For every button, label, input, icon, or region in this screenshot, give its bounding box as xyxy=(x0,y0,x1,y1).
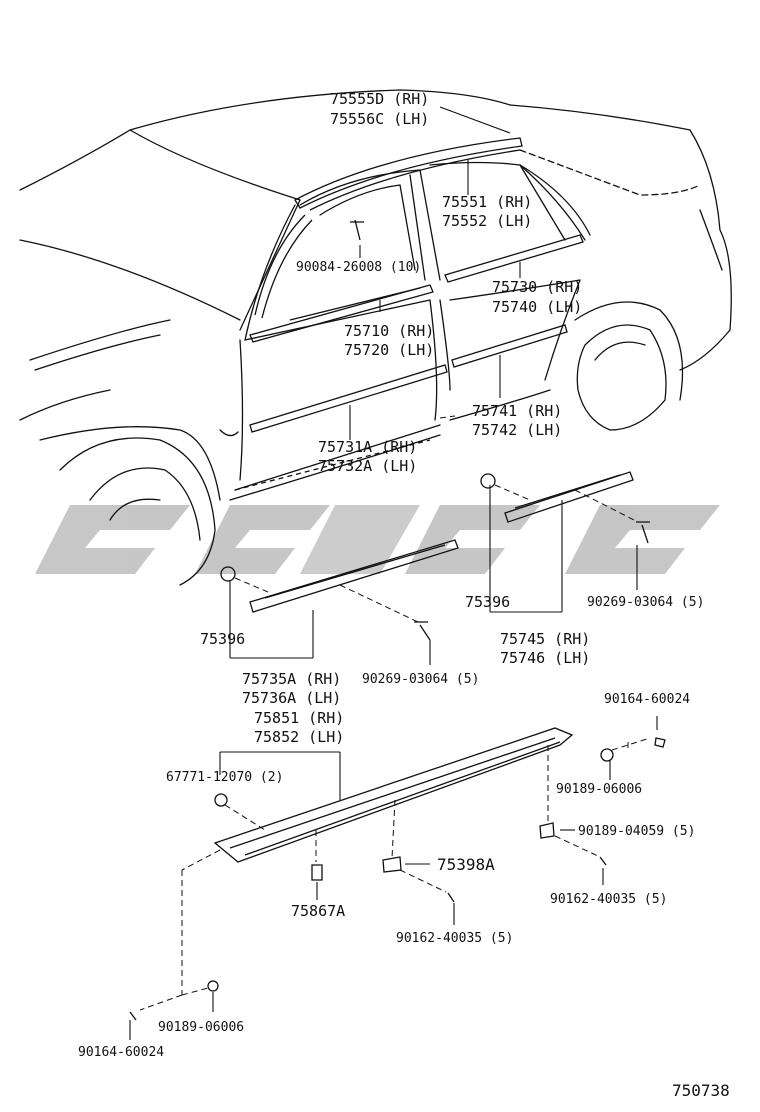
label-75731a: 75731A (RH) xyxy=(318,438,418,456)
label-75852: 75852 (LH) xyxy=(254,728,345,746)
label-90189-04059: 90189-04059 (5) xyxy=(578,824,696,839)
label-75736a: 75736A (LH) xyxy=(242,689,342,707)
label-75742: 75742 (LH) xyxy=(472,421,563,439)
label-90269-right: 90269-03064 (5) xyxy=(587,595,705,610)
molding-parts xyxy=(129,137,666,1021)
assembly-lines xyxy=(139,415,651,1011)
label-90164-60024-bottom: 90164-60024 xyxy=(78,1045,165,1060)
label-75735a: 75735A (RH) xyxy=(242,670,342,688)
label-75732a: 75732A (LH) xyxy=(318,457,418,475)
label-75730: 75730 (RH) xyxy=(492,278,583,296)
label-90189-06006-top: 90189-06006 xyxy=(556,782,643,797)
label-75552: 75552 (LH) xyxy=(442,212,533,230)
label-75555d: 75555D (RH) xyxy=(330,90,430,108)
label-75396-right: 75396 xyxy=(465,593,511,611)
watermark-logo xyxy=(35,505,720,574)
car-outline xyxy=(19,89,732,586)
label-75720: 75720 (LH) xyxy=(344,341,435,359)
label-75867a: 75867A xyxy=(291,902,346,920)
figure-number: 750738 xyxy=(672,1081,730,1100)
label-75396-left: 75396 xyxy=(200,630,246,648)
label-75556c: 75556C (LH) xyxy=(330,110,430,128)
label-67771-12070: 67771-12070 (2) xyxy=(166,770,284,785)
label-90164-60024-top: 90164-60024 xyxy=(604,692,691,707)
label-90269-left: 90269-03064 (5) xyxy=(362,672,480,687)
label-75398a: 75398A xyxy=(437,855,495,874)
label-75851: 75851 (RH) xyxy=(254,709,345,727)
label-75740: 75740 (LH) xyxy=(492,298,583,316)
label-75710: 75710 (RH) xyxy=(344,322,435,340)
label-90084-26008: 90084-26008 (10) xyxy=(296,260,422,275)
label-75746: 75746 (LH) xyxy=(500,649,591,667)
leader-lines xyxy=(129,106,658,1040)
label-75745: 75745 (RH) xyxy=(500,630,591,648)
label-90162-mid: 90162-40035 (5) xyxy=(396,931,514,946)
label-90162-right: 90162-40035 (5) xyxy=(550,892,668,907)
label-75551: 75551 (RH) xyxy=(442,193,533,211)
label-90189-06006-bottom: 90189-06006 xyxy=(158,1020,245,1035)
label-75741: 75741 (RH) xyxy=(472,402,563,420)
